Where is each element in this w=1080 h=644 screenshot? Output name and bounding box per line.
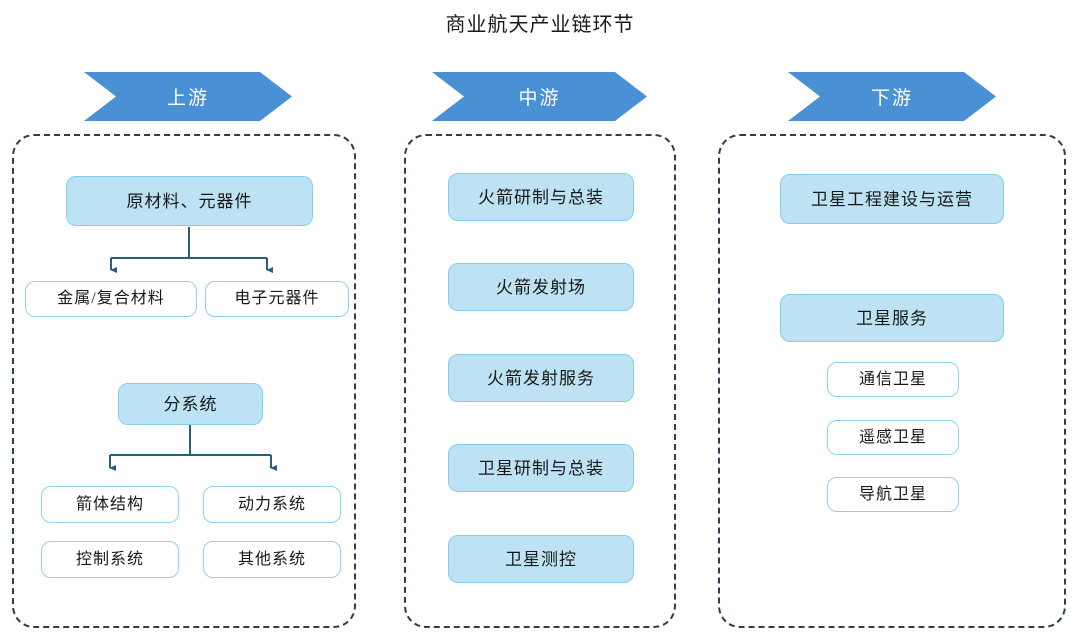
banner-downstream: 下游 bbox=[788, 72, 996, 121]
node-navigation-satellite[interactable]: 导航卫星 bbox=[827, 477, 959, 512]
node-control-system[interactable]: 控制系统 bbox=[41, 541, 179, 578]
node-rocket-structure[interactable]: 箭体结构 bbox=[41, 486, 179, 523]
node-subsystem[interactable]: 分系统 bbox=[118, 383, 263, 425]
panel-upstream bbox=[12, 134, 356, 628]
node-satellite-development[interactable]: 卫星研制与总装 bbox=[448, 444, 634, 492]
banner-midstream: 中游 bbox=[432, 72, 647, 121]
node-satellite-tracking[interactable]: 卫星测控 bbox=[448, 535, 634, 583]
node-metal-composite[interactable]: 金属/复合材料 bbox=[25, 281, 197, 317]
node-propulsion-system[interactable]: 动力系统 bbox=[203, 486, 341, 523]
node-satellite-service[interactable]: 卫星服务 bbox=[780, 294, 1004, 342]
banner-upstream: 上游 bbox=[84, 72, 292, 121]
node-satellite-engineering[interactable]: 卫星工程建设与运营 bbox=[780, 174, 1004, 224]
page-title: 商业航天产业链环节 bbox=[445, 14, 635, 36]
panel-downstream bbox=[718, 134, 1066, 628]
node-launch-site[interactable]: 火箭发射场 bbox=[448, 263, 634, 311]
panel-midstream bbox=[404, 134, 676, 628]
node-communication-satellite[interactable]: 通信卫星 bbox=[827, 362, 959, 397]
node-launch-service[interactable]: 火箭发射服务 bbox=[448, 354, 634, 402]
node-other-system[interactable]: 其他系统 bbox=[203, 541, 341, 578]
node-raw-materials[interactable]: 原材料、元器件 bbox=[66, 176, 313, 226]
node-rocket-development[interactable]: 火箭研制与总装 bbox=[448, 173, 634, 221]
node-electronic-components[interactable]: 电子元器件 bbox=[205, 281, 349, 317]
node-remote-sensing-satellite[interactable]: 遥感卫星 bbox=[827, 420, 959, 455]
